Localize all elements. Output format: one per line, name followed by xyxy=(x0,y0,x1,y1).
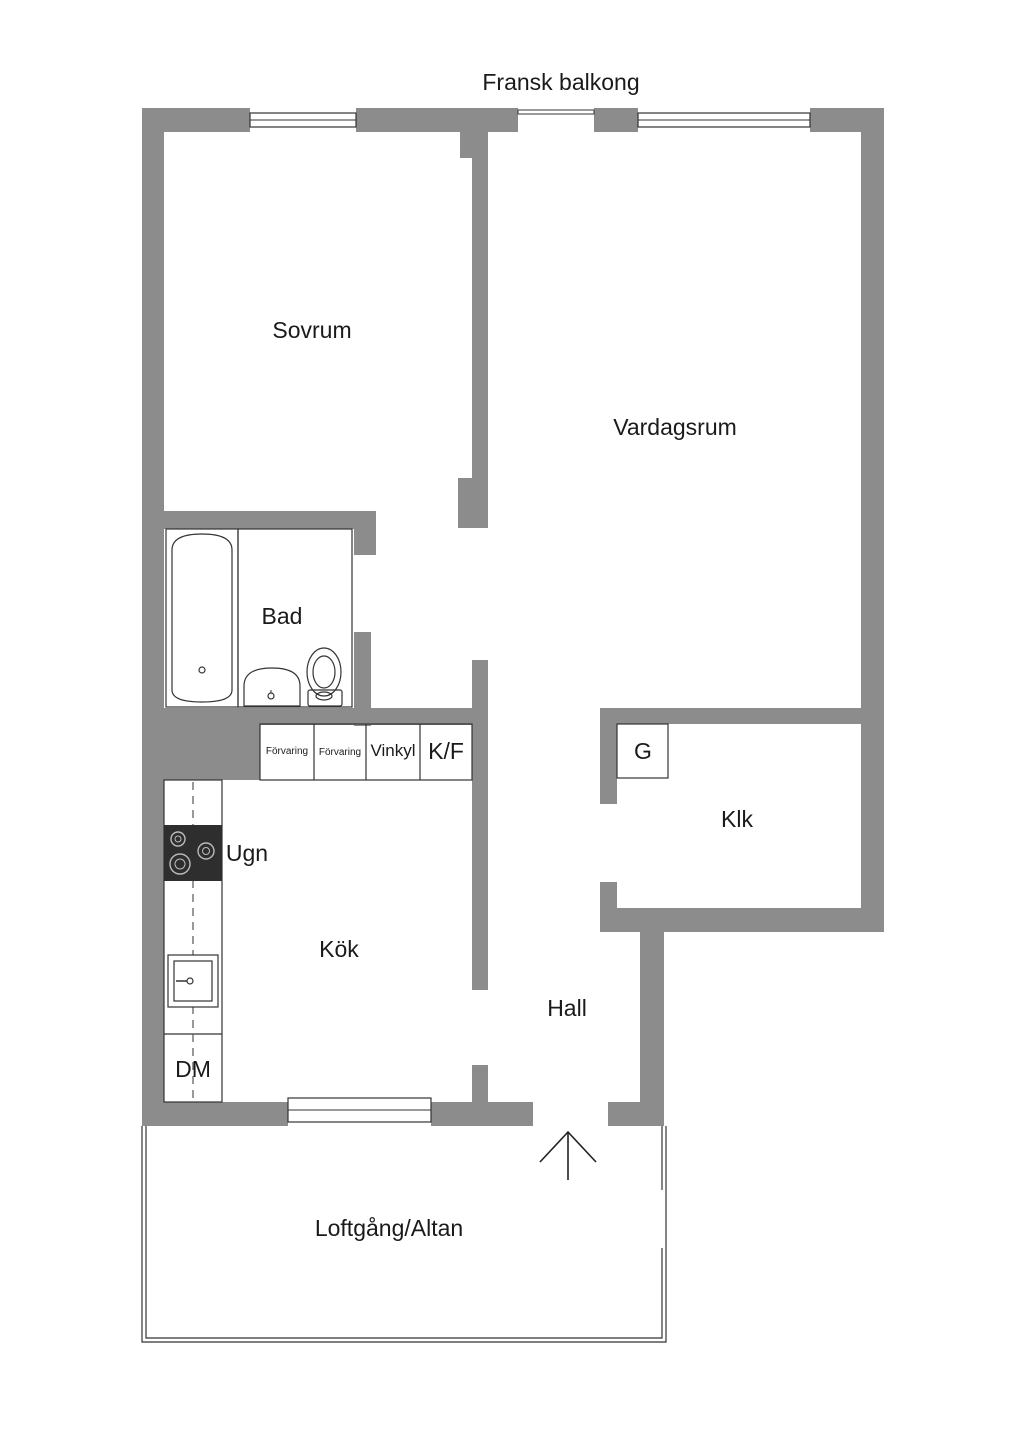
entrance-arrow-icon xyxy=(539,1130,597,1180)
window-sovrum xyxy=(249,112,357,128)
window-kok xyxy=(287,1097,432,1123)
room-label-loftgang: Loftgång/Altan xyxy=(315,1215,463,1241)
fixture-label-ugn: Ugn xyxy=(226,840,268,866)
fixture-label-forvaring-1: Förvaring xyxy=(266,746,308,757)
walls xyxy=(142,108,884,1126)
fixture-label-dm: DM xyxy=(175,1056,211,1082)
window-vardagsrum xyxy=(637,112,811,128)
room-label-sovrum: Sovrum xyxy=(272,317,351,343)
loftgang-outline xyxy=(141,1126,667,1343)
room-label-bad: Bad xyxy=(262,603,303,629)
sink-icon xyxy=(243,667,301,707)
windows xyxy=(249,109,811,1123)
room-label-vardagsrum: Vardagsrum xyxy=(613,414,737,440)
bathtub-icon xyxy=(171,533,233,703)
toilet-icon xyxy=(306,647,343,707)
kitchen-sink-icon xyxy=(167,954,219,1008)
fixture-label-forvaring-2: Förvaring xyxy=(319,747,361,758)
fixture-label-kf: K/F xyxy=(428,738,464,764)
kitchen-fixtures xyxy=(163,723,669,1103)
room-label-kok: Kök xyxy=(319,936,359,962)
fixture-label-g: G xyxy=(634,738,652,764)
room-label-klk: Klk xyxy=(721,806,753,832)
fixture-label-vinkyl: Vinkyl xyxy=(370,741,415,760)
french-balcony-door xyxy=(517,109,595,115)
balcony-label: Fransk balkong xyxy=(482,69,639,95)
bathroom-fixtures xyxy=(165,528,353,708)
room-label-hall: Hall xyxy=(547,995,587,1021)
labels: Fransk balkong Sovrum Vardagsrum Bad Kök… xyxy=(175,69,753,1241)
stove-icon xyxy=(164,825,222,881)
